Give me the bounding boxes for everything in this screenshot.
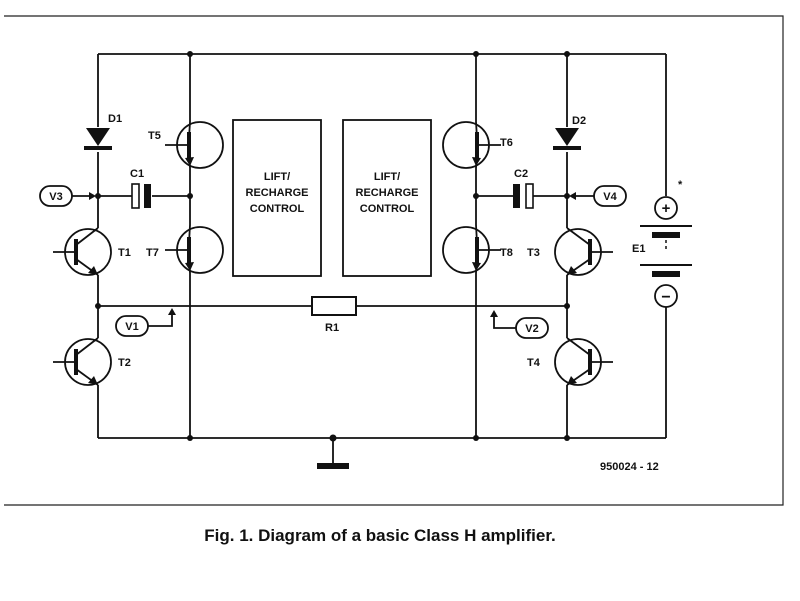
control-block-left-line2: RECHARGE <box>246 187 309 199</box>
figure-code: 950024 - 12 <box>600 461 659 473</box>
transistor-t5-label: T5 <box>148 130 161 142</box>
control-block-right: LIFT/ RECHARGE CONTROL <box>342 119 432 277</box>
transistor-t2: T2 <box>53 337 131 386</box>
probe-arrowheads <box>89 192 576 317</box>
capacitor-c1-label: C1 <box>130 168 144 180</box>
battery-minus-sign: − <box>661 289 670 306</box>
transistor-t7-label: T7 <box>146 247 159 259</box>
capacitor-c2: C2 <box>513 168 534 209</box>
control-block-left-line1: LIFT/ <box>264 171 290 183</box>
transistor-t3-label: T3 <box>527 247 540 259</box>
transistor-t4-label: T4 <box>527 357 541 369</box>
diagram-frame <box>4 15 784 506</box>
diode-d1-label: D1 <box>108 113 122 125</box>
node-v3: V3 <box>39 185 73 207</box>
control-block-left: LIFT/ RECHARGE CONTROL <box>232 119 322 277</box>
transistor-t3: T3 <box>527 227 613 276</box>
resistor-r1-label: R1 <box>325 322 339 334</box>
diode-d2: D2 <box>553 115 586 150</box>
figure-caption: Fig. 1. Diagram of a basic Class H ampli… <box>204 526 556 545</box>
ground-symbol <box>317 463 349 469</box>
battery-plus-sign: + <box>662 200 671 217</box>
control-block-right-line1: LIFT/ <box>374 171 400 183</box>
diode-d1: D1 <box>84 113 122 150</box>
capacitor-c1: C1 <box>130 168 151 209</box>
node-v1-label: V1 <box>125 321 138 333</box>
control-block-left-line3: CONTROL <box>250 203 305 215</box>
node-v1: V1 <box>115 315 149 337</box>
battery-e1-label: E1 <box>632 243 645 255</box>
transistor-t6: T6 <box>442 121 513 169</box>
transistor-t4: T4 <box>527 337 613 386</box>
transistor-t7: T7 <box>146 224 224 274</box>
transistor-t8-label: T8 <box>500 247 513 259</box>
transistor-t1-label: T1 <box>118 247 131 259</box>
node-v4: V4 <box>593 185 627 207</box>
node-v3-label: V3 <box>49 191 62 203</box>
node-v2: V2 <box>515 317 549 339</box>
capacitor-c2-label: C2 <box>514 168 528 180</box>
junction-dots <box>95 51 570 442</box>
control-block-right-line3: CONTROL <box>360 203 415 215</box>
battery-mark: * <box>678 179 683 191</box>
node-v2-label: V2 <box>525 323 538 335</box>
control-block-right-line2: RECHARGE <box>356 187 419 199</box>
transistor-t2-label: T2 <box>118 357 131 369</box>
resistor-r1: R1 <box>311 296 357 334</box>
transistor-t6-label: T6 <box>500 137 513 149</box>
transistor-t1: T1 <box>53 227 131 276</box>
transistor-t5: T5 <box>148 121 224 169</box>
node-v4-label: V4 <box>603 191 617 203</box>
transistor-t8: T8 <box>442 224 513 274</box>
diode-d2-label: D2 <box>572 115 586 127</box>
battery-e1: + * − E1 <box>632 179 692 308</box>
